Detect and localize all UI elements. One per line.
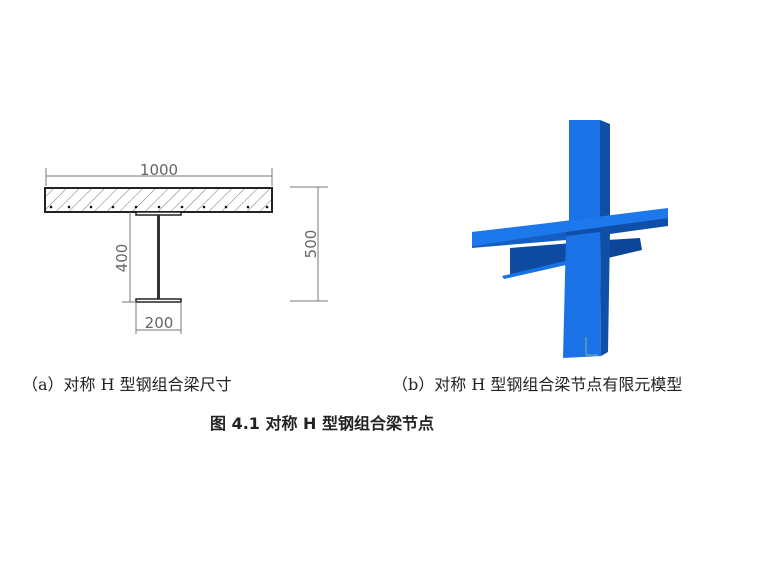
subfigure-b-caption: （b）对称 H 型钢组合梁节点有限元模型: [392, 375, 683, 394]
subfigure-a-caption: （a）对称 H 型钢组合梁尺寸: [22, 375, 232, 394]
svg-text:200: 200: [145, 314, 174, 332]
steel-h-section: [135, 211, 182, 303]
dimension-steel-height: 400: [113, 212, 136, 303]
svg-text:400: 400: [113, 244, 131, 273]
dimension-slab-width: 1000: [45, 161, 273, 186]
figure-caption: 图 4.1 对称 H 型钢组合梁节点: [210, 414, 435, 433]
dimension-total-height: 500: [290, 186, 328, 302]
svg-text:1000: 1000: [140, 161, 178, 179]
dimension-flange-width: 200: [135, 302, 182, 334]
fe-model-3d: [472, 120, 668, 358]
concrete-slab: [44, 187, 273, 213]
svg-text:500: 500: [302, 230, 320, 259]
